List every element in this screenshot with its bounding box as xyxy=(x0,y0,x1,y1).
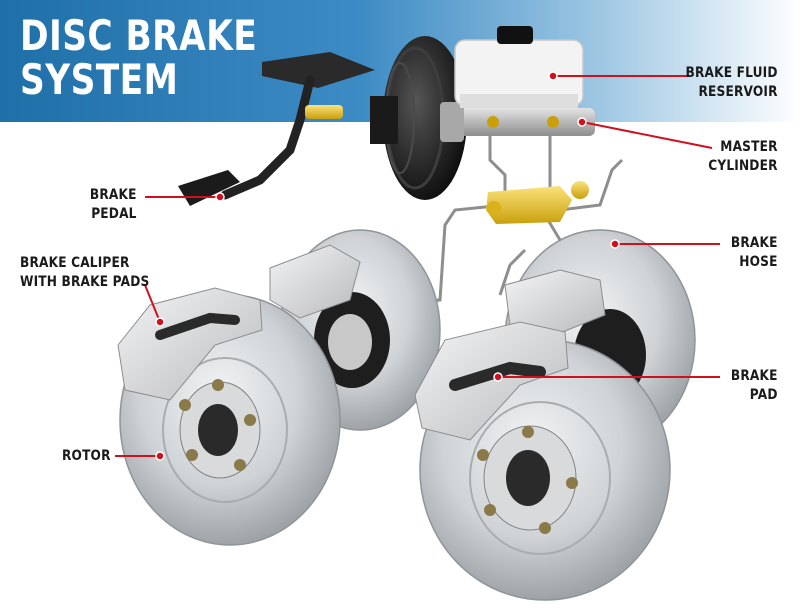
rotor-rear-left xyxy=(269,229,441,431)
rotor-front-left xyxy=(117,287,341,546)
label-brake-caliper: BRAKE CALIPER WITH BRAKE PADS xyxy=(20,254,149,292)
label-line: PAD xyxy=(750,387,778,403)
label-line: BRAKE xyxy=(90,187,137,203)
label-brake-pedal: BRAKE PEDAL xyxy=(90,186,137,224)
caliper-rear-left xyxy=(269,244,361,319)
label-brake-pad: BRAKE PAD xyxy=(731,367,778,405)
label-line: WITH BRAKE PADS xyxy=(20,274,150,290)
label-line: MASTER xyxy=(720,139,778,155)
brake-line-right-1 xyxy=(559,158,624,212)
master-cylinder xyxy=(440,102,595,142)
brake-fluid-reservoir xyxy=(454,26,584,108)
wheel-studs-front-right xyxy=(477,426,578,534)
label-line: HOSE xyxy=(739,254,778,270)
pedal-bracket xyxy=(262,52,375,88)
label-rotor: ROTOR xyxy=(62,447,111,466)
label-line: BRAKE CALIPER xyxy=(20,255,130,271)
label-line: BRAKE xyxy=(731,368,778,384)
leader-lines xyxy=(115,71,720,461)
title-line-2: SYSTEM xyxy=(20,55,179,104)
label-brake-fluid-reservoir: BRAKE FLUID RESERVOIR xyxy=(686,64,778,102)
label-line: PEDAL xyxy=(91,206,137,222)
label-line: BRAKE FLUID xyxy=(685,65,778,81)
pedal-arm xyxy=(220,75,315,200)
brake-booster xyxy=(370,36,467,200)
rotor-front-right xyxy=(414,321,671,601)
label-master-cylinder: MASTER CYLINDER xyxy=(709,138,778,176)
title-line-1: DISC BRAKE xyxy=(20,11,258,60)
caliper-front-right xyxy=(414,321,569,441)
brake-pad-front-right xyxy=(449,361,546,391)
label-line: BRAKE xyxy=(731,235,778,251)
label-brake-hose: BRAKE HOSE xyxy=(731,234,778,272)
wheel-studs-front-left xyxy=(179,379,256,471)
pushrod-clevis xyxy=(305,105,343,119)
label-line: ROTOR xyxy=(62,448,111,464)
proportioning-valve xyxy=(486,181,589,224)
label-line: CYLINDER xyxy=(708,158,778,174)
diagram-title: DISC BRAKE SYSTEM xyxy=(20,14,257,102)
brake-line-rear-right xyxy=(498,248,527,296)
label-line: RESERVOIR xyxy=(698,84,778,100)
